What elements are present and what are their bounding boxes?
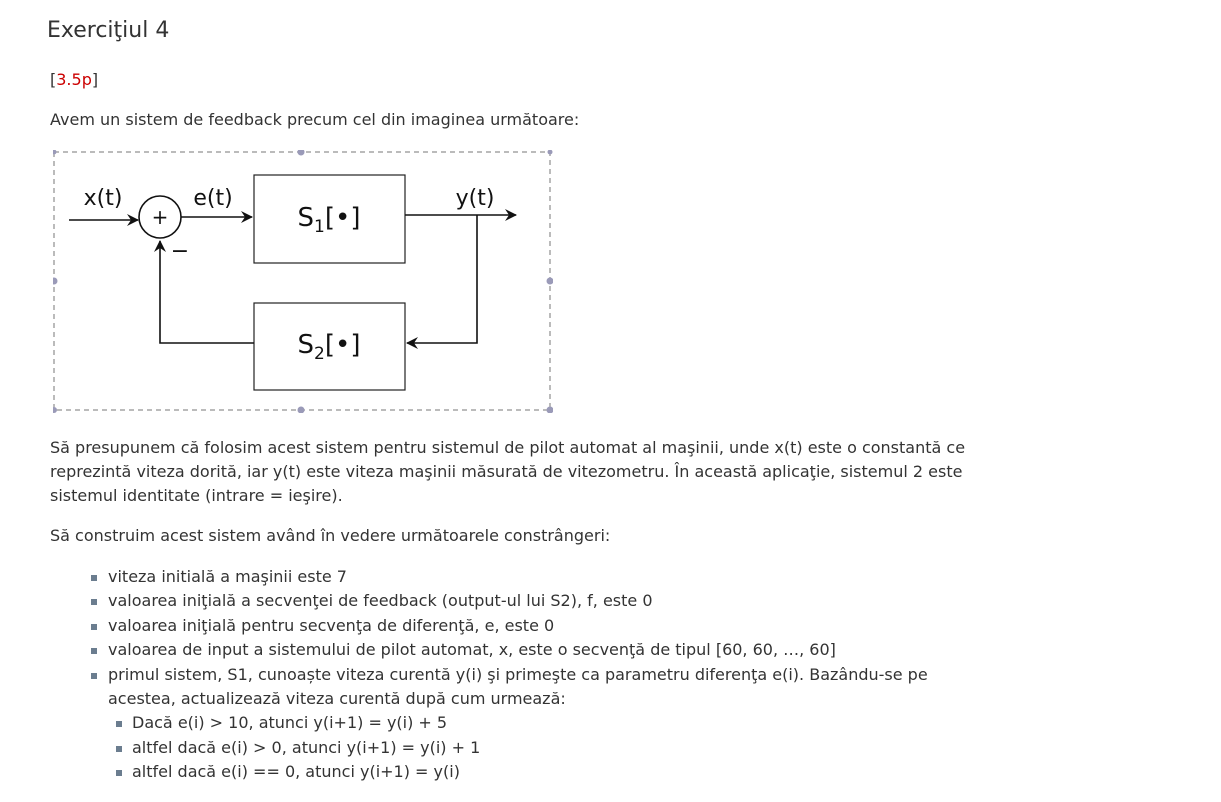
resize-handle-top[interactable] bbox=[297, 150, 305, 156]
s1-label-main: S bbox=[298, 203, 315, 233]
resize-handle-bottom[interactable] bbox=[297, 406, 305, 414]
resize-handle-left[interactable] bbox=[53, 277, 58, 285]
list-item: viteza initială a maşinii este 7 bbox=[50, 565, 980, 589]
list-item-text: valoarea iniţială a secvenţei de feedbac… bbox=[108, 591, 653, 611]
output-label: y(t) bbox=[456, 186, 495, 211]
rule-item: altfel dacă e(i) > 0, atunci y(i+1) = y(… bbox=[108, 736, 980, 760]
list-item-text: valoarea de input a sistemului de pilot … bbox=[108, 640, 836, 660]
s2-label: S2[•] bbox=[298, 330, 361, 364]
constraints-list: viteza initială a maşinii este 7 valoare… bbox=[50, 565, 980, 785]
rule-item-text: altfel dacă e(i) == 0, atunci y(i+1) = y… bbox=[132, 762, 460, 782]
points-close: ] bbox=[91, 70, 99, 89]
rule-item-text: Dacă e(i) > 10, atunci y(i+1) = y(i) + 5 bbox=[132, 713, 448, 733]
resize-handle-right[interactable] bbox=[546, 277, 554, 285]
list-item: valoarea iniţială a secvenţei de feedbac… bbox=[50, 589, 980, 613]
resize-handle-top-right[interactable] bbox=[547, 150, 553, 155]
s1-label: S1[•] bbox=[298, 203, 361, 237]
exercise-title: Exerciţiul 4 bbox=[47, 18, 170, 43]
list-item-text: viteza initială a maşinii este 7 bbox=[108, 567, 347, 586]
s1-label-sub: 1 bbox=[314, 217, 325, 237]
points-value: 3.5p bbox=[56, 70, 92, 89]
resize-handle-bottom-right[interactable] bbox=[546, 406, 554, 414]
sum-minus-symbol: − bbox=[171, 239, 189, 264]
feedback-forward-path bbox=[406, 215, 478, 349]
rule-item: altfel dacă e(i) == 0, atunci y(i+1) = y… bbox=[108, 760, 980, 784]
resize-handle-bottom-left[interactable] bbox=[53, 407, 57, 413]
feedback-return-path bbox=[154, 240, 254, 344]
sum-plus-symbol: + bbox=[152, 205, 169, 229]
list-item-text: primul sistem, S1, cunoaște viteza curen… bbox=[108, 664, 928, 709]
s2-label-main: S bbox=[298, 330, 315, 360]
error-label: e(t) bbox=[193, 186, 232, 211]
list-item-text: valoarea iniţială pentru secvenţa de dif… bbox=[108, 615, 555, 635]
points-open: [ bbox=[50, 70, 57, 89]
resize-handle-top-left[interactable] bbox=[53, 150, 57, 155]
diagram-svg: + − S1[•] S2[•] x(t) e(t) y(t) bbox=[53, 150, 553, 413]
list-item: valoarea de input a sistemului de pilot … bbox=[50, 638, 980, 662]
feedback-diagram[interactable]: + − S1[•] S2[•] x(t) e(t) y(t) bbox=[53, 150, 553, 413]
points-badge: [3.5p] bbox=[50, 70, 98, 89]
intro-text: Avem un sistem de feedback precum cel di… bbox=[50, 110, 580, 129]
s1-block bbox=[253, 174, 406, 264]
s2-label-sub: 2 bbox=[314, 344, 325, 364]
list-item: primul sistem, S1, cunoaște viteza curen… bbox=[50, 663, 980, 785]
rule-item-text: altfel dacă e(i) > 0, atunci y(i+1) = y(… bbox=[132, 737, 481, 757]
input-label: x(t) bbox=[84, 186, 123, 211]
list-item: valoarea iniţială pentru secvenţa de dif… bbox=[50, 614, 980, 638]
paragraph-constraints-intro: Să construim acest sistem având în veder… bbox=[50, 526, 611, 545]
paragraph-context: Să presupunem că folosim acest sistem pe… bbox=[50, 438, 966, 505]
rules-list: Dacă e(i) > 10, atunci y(i+1) = y(i) + 5… bbox=[108, 711, 980, 784]
rule-item: Dacă e(i) > 10, atunci y(i+1) = y(i) + 5 bbox=[108, 711, 980, 735]
s1-label-tail: [•] bbox=[325, 203, 361, 233]
s2-label-tail: [•] bbox=[325, 330, 361, 360]
s2-block bbox=[253, 302, 406, 391]
